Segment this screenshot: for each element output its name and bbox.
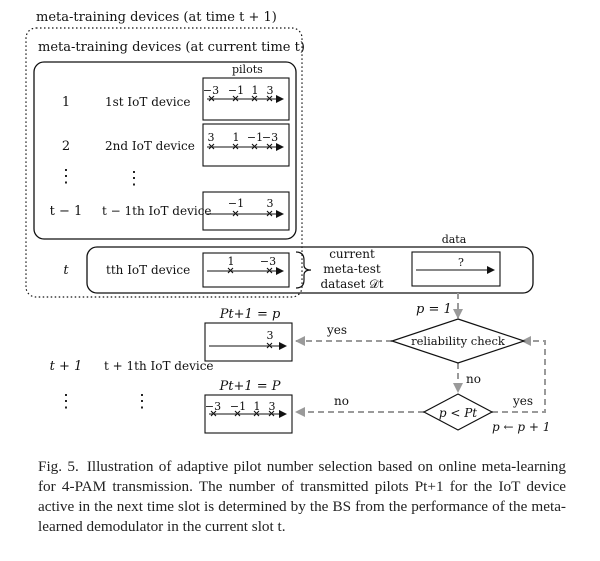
inner-training-box bbox=[33, 61, 297, 240]
reliability-check-diamond bbox=[390, 318, 526, 364]
device-name-t-1: t − 1th IoT device bbox=[102, 204, 212, 218]
device-index-ellipsis: ⋮ bbox=[57, 166, 75, 187]
pilot-label-current-a: 1 bbox=[228, 255, 235, 268]
device-name-1: 1st IoT device bbox=[105, 95, 190, 109]
caption-text: Illustration of adaptive pilot number se… bbox=[38, 458, 566, 535]
device-index-1: 1 bbox=[62, 95, 70, 110]
next-index-ellipsis: ⋮ bbox=[57, 391, 75, 412]
result-2-box bbox=[204, 394, 293, 434]
result-2-pilot-d: 3 bbox=[269, 400, 276, 413]
pilot-label-current-b: −3 bbox=[260, 255, 276, 268]
inner-box-label: meta-training devices (at current time t… bbox=[38, 40, 305, 55]
device-name-ellipsis: ⋮ bbox=[125, 168, 143, 189]
current-device-index: t bbox=[63, 263, 69, 278]
result-2-pilot-c: 1 bbox=[254, 400, 261, 413]
dataset-text-1: current bbox=[329, 247, 375, 261]
device-name-2: 2nd IoT device bbox=[105, 139, 195, 153]
pilots-header: pilots bbox=[232, 63, 263, 76]
dataset-text-3: dataset 𝒟t bbox=[320, 277, 383, 291]
pilot-label-1b: −1 bbox=[228, 84, 244, 97]
pilot-marks-1 bbox=[208, 95, 273, 102]
increment-label: p ← p + 1 bbox=[492, 420, 550, 434]
current-device-name: tth IoT device bbox=[106, 263, 190, 277]
pilot-label-1d: 3 bbox=[267, 84, 274, 97]
pilot-label-t-1b: 3 bbox=[267, 197, 274, 210]
pilot-box-2 bbox=[202, 123, 290, 167]
data-box bbox=[411, 251, 501, 287]
dataset-brace bbox=[295, 251, 312, 289]
pilot-label-2a: 3 bbox=[208, 131, 215, 144]
result-1-box bbox=[204, 322, 293, 362]
reliability-check-label: reliability check bbox=[411, 334, 506, 348]
next-name-ellipsis: ⋮ bbox=[133, 391, 151, 412]
yes-label-1: yes bbox=[326, 323, 347, 337]
p-init-label: p = 1 bbox=[416, 302, 452, 317]
dataset-text-2: meta-test bbox=[323, 262, 381, 276]
pilot-marks-2 bbox=[208, 143, 273, 150]
next-device-name: t + 1th IoT device bbox=[104, 359, 214, 373]
arrow-loop-yes bbox=[492, 336, 546, 413]
pilot-label-t-1a: −1 bbox=[228, 197, 244, 210]
condition-label: p < Pt bbox=[439, 406, 477, 420]
result-2-marks bbox=[210, 410, 275, 417]
device-index-2: 2 bbox=[62, 139, 70, 154]
pilot-label-1a: −3 bbox=[203, 84, 219, 97]
outer-box-label: meta-training devices (at time t + 1) bbox=[36, 10, 277, 25]
pilot-label-2b: 1 bbox=[233, 131, 240, 144]
no-label-1: no bbox=[466, 372, 481, 386]
result-1-title: Pt+1 = p bbox=[219, 307, 281, 322]
pilot-box-t-1 bbox=[202, 191, 290, 231]
pilot-box-1 bbox=[202, 77, 290, 121]
pilot-marks-t-1 bbox=[232, 210, 273, 217]
pilot-label-2d: −3 bbox=[262, 131, 278, 144]
yes-label-2: yes bbox=[512, 394, 533, 408]
next-device-index: t + 1 bbox=[50, 359, 83, 374]
caption-label: Fig. 5. bbox=[38, 458, 79, 475]
result-2-title: Pt+1 = P bbox=[218, 379, 280, 394]
flow-arrows bbox=[295, 293, 546, 417]
result-1-mark bbox=[266, 342, 273, 349]
device-index-t-1: t − 1 bbox=[50, 204, 83, 219]
figure-caption: Fig. 5.Illustration of adaptive pilot nu… bbox=[38, 457, 566, 537]
data-symbol: ? bbox=[458, 256, 464, 269]
data-header: data bbox=[442, 233, 467, 246]
result-2-pilot-a: −3 bbox=[205, 400, 221, 413]
outer-training-box bbox=[25, 27, 303, 298]
pilot-label-1c: 1 bbox=[252, 84, 259, 97]
pilot-label-2c: −1 bbox=[247, 131, 263, 144]
current-device-box bbox=[86, 246, 534, 294]
result-2-pilot-b: −1 bbox=[230, 400, 246, 413]
result-1-pilot: 3 bbox=[267, 329, 274, 342]
condition-diamond bbox=[422, 393, 494, 431]
pilot-box-current bbox=[202, 252, 290, 288]
no-label-2: no bbox=[334, 394, 349, 408]
pilot-marks-current bbox=[227, 267, 273, 274]
